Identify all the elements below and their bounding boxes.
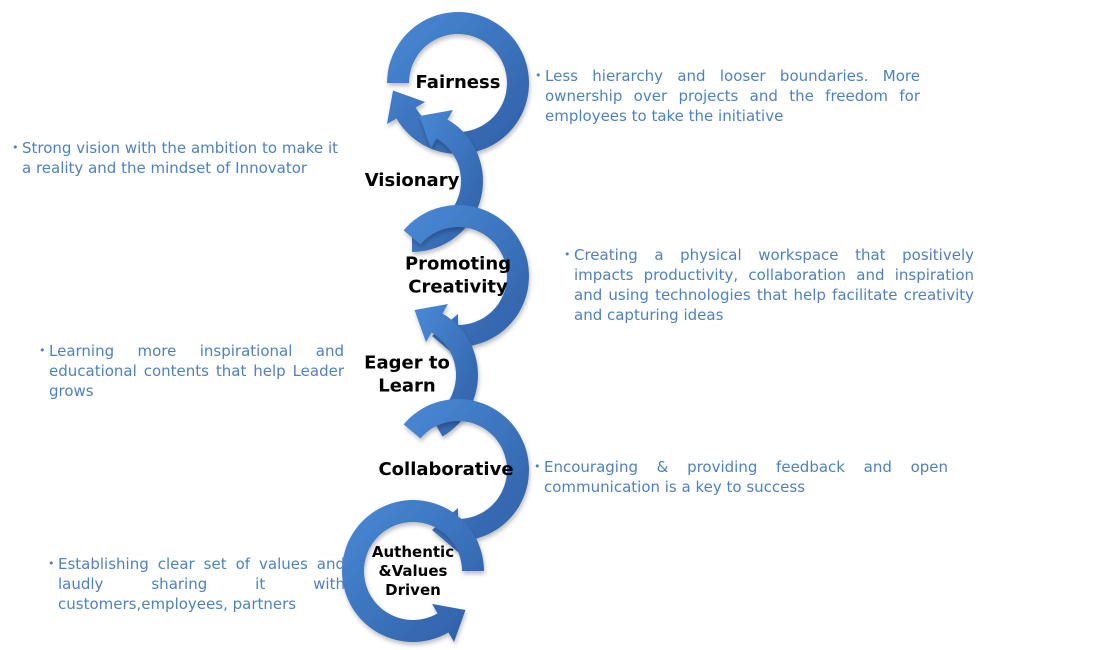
stage-label-fairness: Fairness — [415, 71, 501, 93]
stage-label-visionary: Visionary — [364, 169, 460, 191]
stage-description-fairness: Less hierarchy and looser boundaries. Mo… — [535, 66, 920, 126]
arrow-authentic-values-driven — [342, 500, 484, 642]
stage-description-authentic-values-driven: Establishing clear set of values and lau… — [48, 554, 345, 614]
stage-description-visionary: Strong vision with the ambition to make … — [12, 138, 338, 178]
stage-label-promoting-creativity: Promoting Creativity — [404, 253, 512, 298]
stage-description-collaborative: Encouraging & providing feedback and ope… — [534, 457, 948, 497]
stage-description-promoting-creativity: Creating a physical workspace that posit… — [564, 245, 974, 325]
stage-label-authentic-values-driven: Authentic &Values Driven — [371, 542, 455, 599]
stage-label-collaborative: Collaborative — [378, 458, 514, 480]
stage-label-eager-to-learn: Eager to Learn — [364, 352, 450, 397]
arrow-collaborative — [403, 399, 529, 552]
arrow-promoting-creativity — [403, 205, 529, 358]
stage-description-eager-to-learn: Learning more inspirational and educatio… — [39, 341, 344, 401]
